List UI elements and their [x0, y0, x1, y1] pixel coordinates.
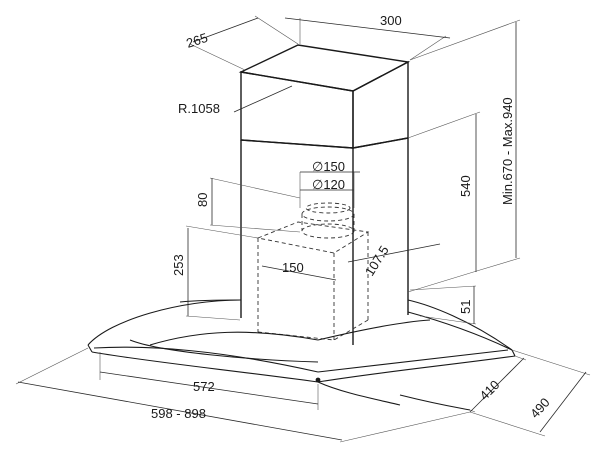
- dim-motor-height: 253: [171, 225, 259, 321]
- dim-motor-height-label: 253: [171, 254, 186, 276]
- dim-inner-depth-label: 410: [477, 377, 503, 403]
- dim-total-height: Min.670 - Max.940: [409, 19, 521, 271]
- dim-chimney-width-label: 300: [380, 13, 402, 28]
- dim-radius: R.1058: [178, 85, 293, 116]
- motor-housing-hidden: [256, 221, 370, 341]
- dim-inner-depth: 410: [469, 355, 527, 413]
- dim-total-height-label: Min.670 - Max.940: [500, 97, 515, 205]
- dim-motor-width-label: 150: [282, 260, 304, 275]
- dim-flange-inner-label: ∅120: [312, 177, 345, 192]
- dim-flange: ∅150 ∅120: [299, 159, 360, 208]
- dim-motor-width: 150: [261, 260, 337, 281]
- glass-canopy: [87, 299, 516, 411]
- dim-flange-height-label: 80: [195, 193, 210, 207]
- dim-flange-outer-label: ∅150: [312, 159, 345, 174]
- dim-outer-depth-label: 490: [527, 395, 553, 421]
- dim-chimney-height: 540: [407, 111, 481, 293]
- dim-canopy-thickness-label: 51: [458, 300, 473, 314]
- dim-canopy-thickness: 51: [409, 285, 477, 325]
- dim-chimney-depth: 265: [184, 15, 299, 71]
- dim-inner-width: 572: [99, 352, 319, 410]
- dim-chimney-width: 300: [284, 13, 451, 61]
- dim-outer-width-label: 598 - 898: [151, 406, 206, 421]
- dim-inner-width-label: 572: [193, 379, 215, 394]
- dim-motor-depth-label: 107.5: [362, 243, 392, 279]
- dim-motor-depth: 107.5: [347, 243, 441, 279]
- dim-chimney-depth-label: 265: [184, 30, 209, 51]
- dim-radius-label: R.1058: [178, 101, 220, 116]
- dim-chimney-height-label: 540: [458, 175, 473, 197]
- chimney-upper: [238, 44, 411, 149]
- dim-flange-height: 80: [195, 177, 301, 233]
- exhaust-flange: [301, 202, 355, 239]
- chimney-lower: [240, 137, 409, 345]
- dim-outer-width: 598 - 898: [15, 347, 471, 443]
